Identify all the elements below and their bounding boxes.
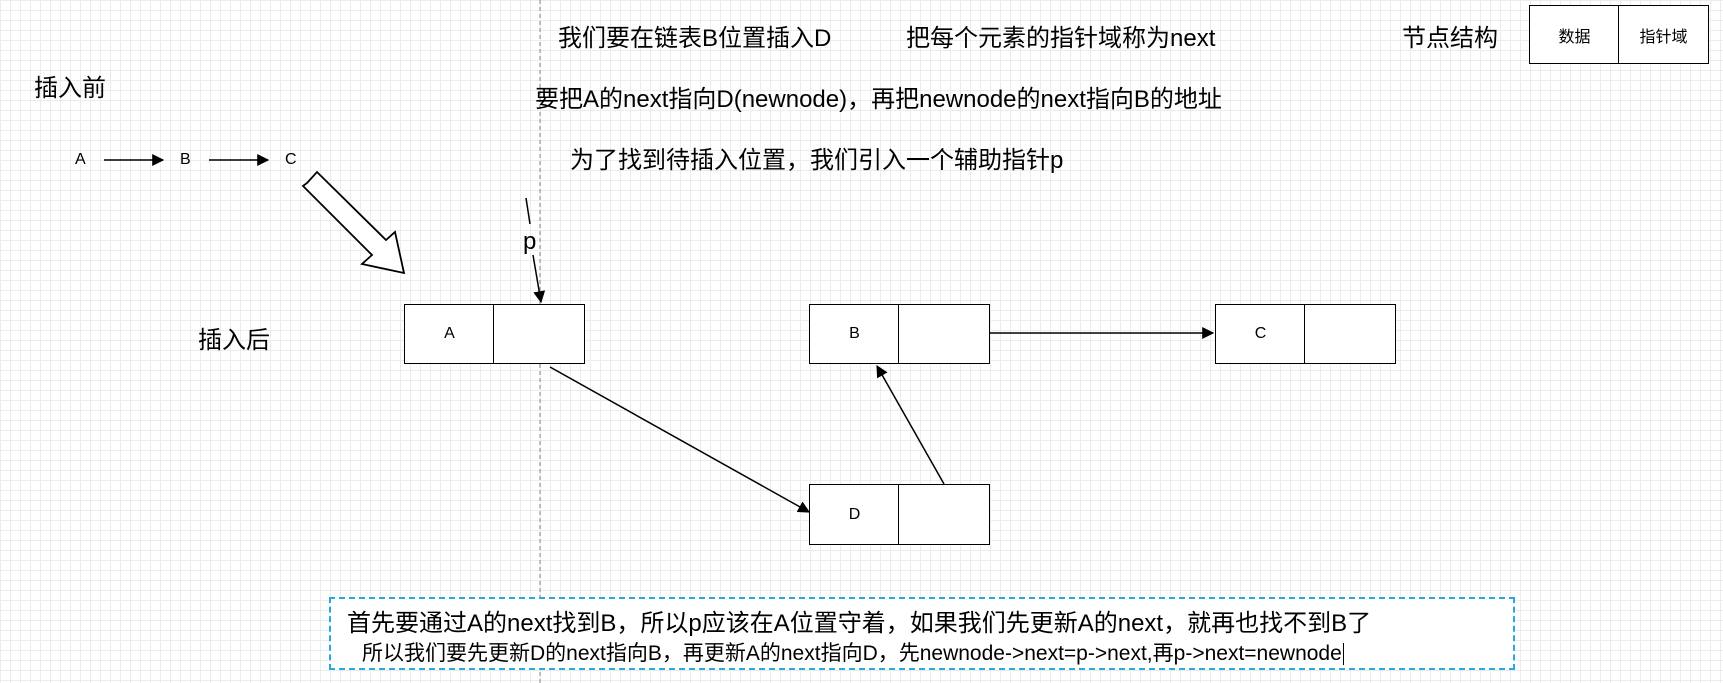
arrow-a-to-d <box>549 366 811 513</box>
legend-pointer-cell: 指针域 <box>1618 5 1709 64</box>
node-a-data: A <box>404 304 495 364</box>
transition-arrow <box>301 170 406 275</box>
legend-title: 节点结构 <box>1402 25 1498 52</box>
node-d-data: D <box>809 484 900 545</box>
pointer-p-label: p <box>523 228 537 255</box>
pointer-p-arrow <box>532 254 546 304</box>
pointer-p-tick <box>525 197 531 225</box>
legend-data-cell: 数据 <box>1529 5 1620 64</box>
arrow-d-to-b <box>876 364 945 485</box>
header-line-3: 为了找到待插入位置，我们引入一个辅助指针p <box>570 147 1064 174</box>
header-line-1b: 把每个元素的指针域称为next <box>906 25 1216 52</box>
note-line-2-text: 所以我们要先更新D的next指向B，再更新A的next指向D，先newnode-… <box>362 642 1342 665</box>
explanation-note[interactable]: 首先要通过A的next找到B，所以p应该在A位置守着，如果我们先更新A的next… <box>329 597 1515 670</box>
before-node-a: A <box>75 151 86 168</box>
text-caret <box>1342 643 1344 666</box>
node-b-pointer <box>898 304 990 364</box>
node-c-pointer <box>1304 304 1396 364</box>
node-b-data: B <box>809 304 900 364</box>
before-label: 插入前 <box>34 75 106 102</box>
after-label: 插入后 <box>198 327 270 354</box>
before-node-b: B <box>180 151 191 168</box>
node-c-data: C <box>1215 304 1306 364</box>
header-line-2: 要把A的next指向D(newnode)，再把newnode的next指向B的地… <box>535 86 1222 113</box>
before-node-c: C <box>285 151 297 168</box>
node-a-pointer <box>493 304 585 364</box>
header-line-1a: 我们要在链表B位置插入D <box>558 25 832 52</box>
note-line-1: 首先要通过A的next找到B，所以p应该在A位置守着，如果我们先更新A的next… <box>347 610 1372 637</box>
node-d-pointer <box>898 484 990 545</box>
note-line-2: 所以我们要先更新D的next指向B，再更新A的next指向D，先newnode-… <box>362 637 1344 667</box>
